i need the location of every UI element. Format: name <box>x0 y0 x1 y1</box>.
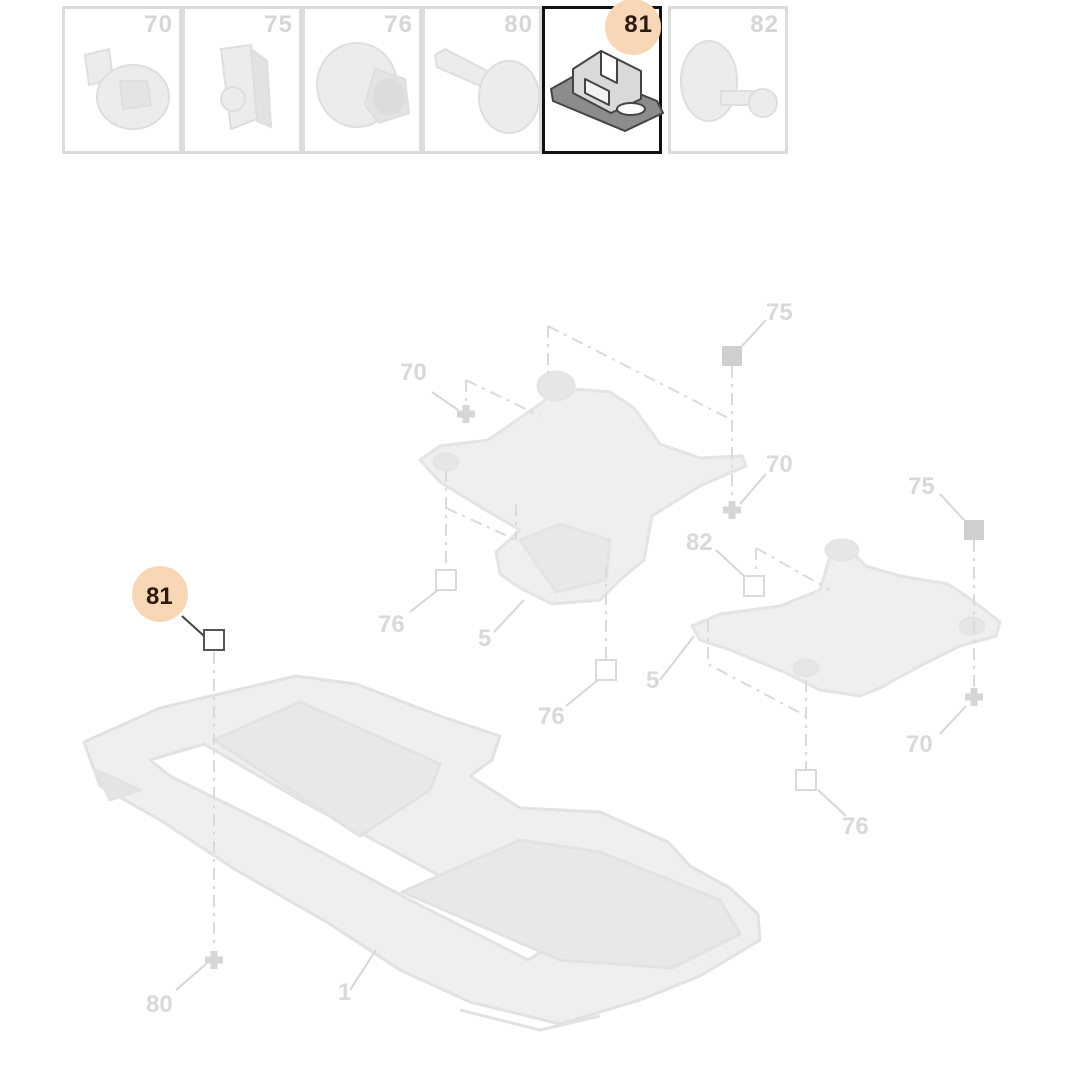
callout-1[interactable]: 1 <box>338 979 351 1006</box>
thumbnail-82[interactable]: 82 <box>668 6 788 154</box>
thumbnail-ref-label: 82 <box>750 11 779 38</box>
nut-76-marker-square[interactable] <box>435 569 457 591</box>
nut-icon <box>316 42 411 128</box>
shield-section-part-5-lower[interactable] <box>690 538 1002 698</box>
screw-70-marker-cross[interactable] <box>457 405 475 423</box>
clip-nut-icon <box>219 43 273 131</box>
callout-81[interactable]: 81 <box>146 583 173 610</box>
callout-70[interactable]: 70 <box>400 359 427 386</box>
callout-70[interactable]: 70 <box>766 451 793 478</box>
thumbnail-ref-label: 70 <box>144 11 173 38</box>
nut-76-marker-square[interactable] <box>595 659 617 681</box>
thumbnail-80[interactable]: 80 <box>422 6 542 154</box>
callout-70[interactable]: 70 <box>906 731 933 758</box>
callout-80[interactable]: 80 <box>146 991 173 1018</box>
underbody-shield-part-1[interactable] <box>82 674 762 1032</box>
callout-75[interactable]: 75 <box>908 473 935 500</box>
thumbnail-ref-label: 76 <box>384 11 413 38</box>
callout-76[interactable]: 76 <box>842 813 869 840</box>
callout-76[interactable]: 76 <box>378 611 405 638</box>
callout-leader-lines <box>175 319 967 991</box>
selected-callout-highlight <box>132 566 188 622</box>
selected-highlight-circle <box>605 0 661 55</box>
screw-70-marker-cross[interactable] <box>723 501 741 519</box>
nut-76-marker-square[interactable] <box>795 769 817 791</box>
screw-70-marker-cross[interactable] <box>965 688 983 706</box>
shield-section-part-5-upper[interactable] <box>418 370 748 606</box>
clip-81-marker-square[interactable] <box>203 629 225 651</box>
clip-75-marker-square[interactable] <box>964 520 984 540</box>
screw-icon <box>83 47 170 130</box>
callout-75[interactable]: 75 <box>766 299 793 326</box>
thumbnail-70[interactable]: 70 <box>62 6 182 154</box>
fastener-thumbnail-strip: 70 75 76 80 <box>62 0 788 154</box>
clip-75-marker-square[interactable] <box>722 346 742 366</box>
rivet-icon <box>433 47 540 134</box>
bracket-clip-icon <box>550 50 664 132</box>
thumbnail-81[interactable]: 81 <box>542 0 664 154</box>
callout-5[interactable]: 5 <box>646 667 659 694</box>
callout-5[interactable]: 5 <box>478 625 491 652</box>
thumbnail-ref-label: 81 <box>624 11 653 38</box>
pin-82-marker-square[interactable] <box>743 575 765 597</box>
thumbnail-ref-label: 75 <box>264 11 293 38</box>
thumbnail-ref-label: 80 <box>504 11 533 38</box>
callout-82[interactable]: 82 <box>686 529 713 556</box>
push-pin-icon <box>680 40 778 122</box>
assembly-guide-lines <box>213 325 975 948</box>
thumbnail-75[interactable]: 75 <box>182 6 302 154</box>
callout-76[interactable]: 76 <box>538 703 565 730</box>
rivet-80-marker-cross[interactable] <box>205 951 223 969</box>
thumbnail-76[interactable]: 76 <box>302 6 422 154</box>
fastener-markers <box>203 346 984 969</box>
